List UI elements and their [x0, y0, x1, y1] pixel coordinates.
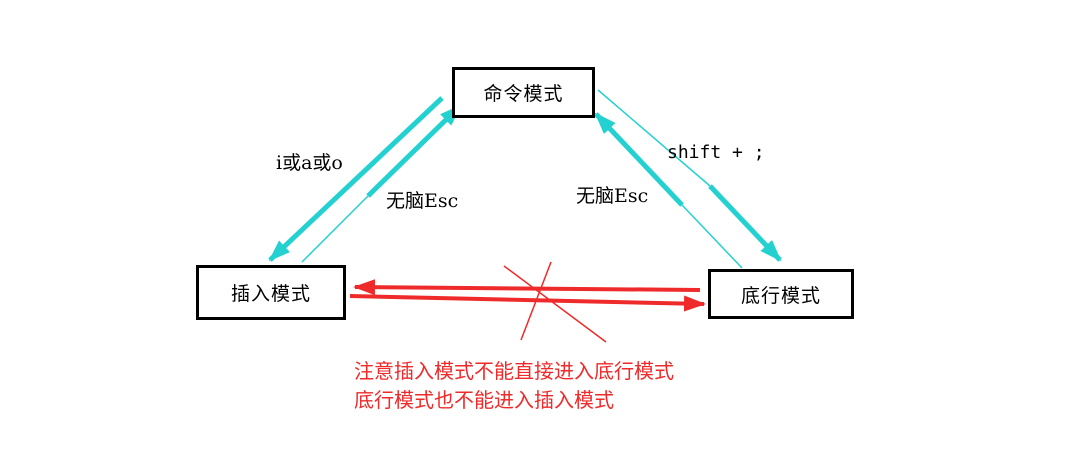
warning-note-line-2: 底行模式也不能进入插入模式	[354, 388, 614, 412]
arrow-insert-to-command	[301, 104, 462, 263]
edge-label-insert-to-command: 无脑Esc	[386, 190, 459, 212]
node-bottom-label: 底行模式	[740, 284, 821, 307]
edge-label-bottom-to-command: 无脑Esc	[576, 185, 649, 207]
node-command-label: 命令模式	[483, 83, 564, 105]
arrow-bottom-to-insert-forbidden	[353, 279, 701, 296]
node-insert-mode: 插入模式	[196, 265, 346, 320]
node-command-mode: 命令模式	[452, 67, 595, 118]
arrow-bottom-to-command	[594, 112, 743, 269]
arrow-insert-to-bottom-forbidden	[349, 294, 706, 312]
arrow-command-to-bottom	[597, 89, 782, 262]
node-bottom-mode: 底行模式	[708, 269, 854, 319]
edge-label-command-to-bottom: shift + ;	[667, 142, 765, 163]
node-insert-label: 插入模式	[230, 283, 311, 305]
arrow-command-to-insert	[268, 96, 444, 262]
edge-label-command-to-insert: i或a或o	[276, 152, 343, 174]
forbidden-cross-mark	[503, 261, 607, 343]
warning-note-line-1: 注意插入模式不能直接进入底行模式	[354, 359, 674, 383]
